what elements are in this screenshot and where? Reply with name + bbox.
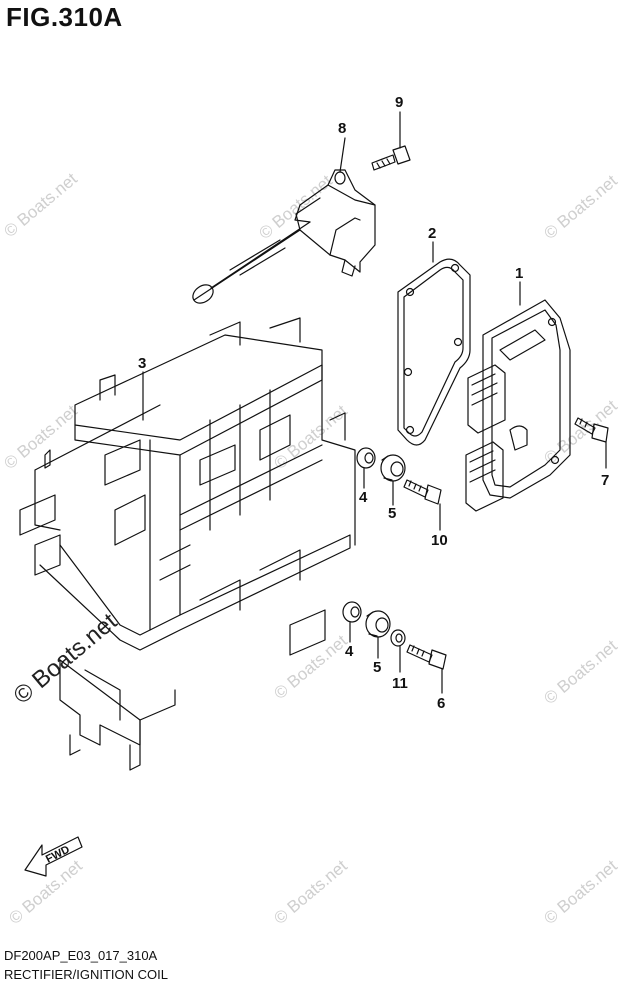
callout-4-upper: 4 xyxy=(359,489,368,506)
rectifier-part xyxy=(465,299,571,512)
callout-5-lower: 5 xyxy=(373,659,381,676)
callout-7: 7 xyxy=(601,472,609,489)
ignition-coil-part xyxy=(192,169,376,304)
watermark: © Boats.net xyxy=(540,856,620,928)
bolt-part-9 xyxy=(371,145,411,171)
callout-9: 9 xyxy=(395,94,403,111)
watermark: © Boats.net xyxy=(540,171,620,243)
callout-4-lower: 4 xyxy=(345,643,354,660)
watermark: © Boats.net xyxy=(0,401,81,473)
callout-11: 11 xyxy=(392,675,408,692)
watermark: © Boats.net xyxy=(540,636,620,708)
watermark: © Boats.net xyxy=(270,401,351,473)
callout-10: 10 xyxy=(431,532,448,549)
bolt-part-6 xyxy=(406,644,447,670)
diagram-code: DF200AP_E03_017_310A xyxy=(4,948,158,963)
callout-5-upper: 5 xyxy=(388,505,396,522)
gasket-part xyxy=(397,258,471,446)
fwd-arrow-icon xyxy=(24,836,83,877)
watermark: © Boats.net xyxy=(270,856,351,928)
watermark: © Boats.net xyxy=(270,631,351,703)
grommet-part-4-lower xyxy=(342,601,362,623)
watermarks: © Boats.net © Boats.net © Boats.net © Bo… xyxy=(0,169,620,928)
figure-title: FIG.310A xyxy=(6,2,123,32)
callout-3: 3 xyxy=(138,355,146,372)
callout-6: 6 xyxy=(437,695,445,712)
watermark: © Boats.net xyxy=(0,169,81,241)
callouts: 8 9 2 1 3 7 4 5 10 4 5 11 6 xyxy=(138,94,609,712)
bolt-part-10 xyxy=(403,479,442,505)
leader-lines xyxy=(142,111,607,694)
diagram-name: RECTIFIER/IGNITION COIL xyxy=(4,967,168,982)
callout-8: 8 xyxy=(338,120,346,137)
callout-1: 1 xyxy=(515,265,523,282)
grommet-part-4-upper xyxy=(356,447,376,469)
washer-part-11 xyxy=(390,629,406,647)
collar-part-5-lower xyxy=(365,610,391,638)
collar-part-5-upper xyxy=(380,454,406,482)
callout-2: 2 xyxy=(428,225,436,242)
bracket-part xyxy=(19,317,356,771)
